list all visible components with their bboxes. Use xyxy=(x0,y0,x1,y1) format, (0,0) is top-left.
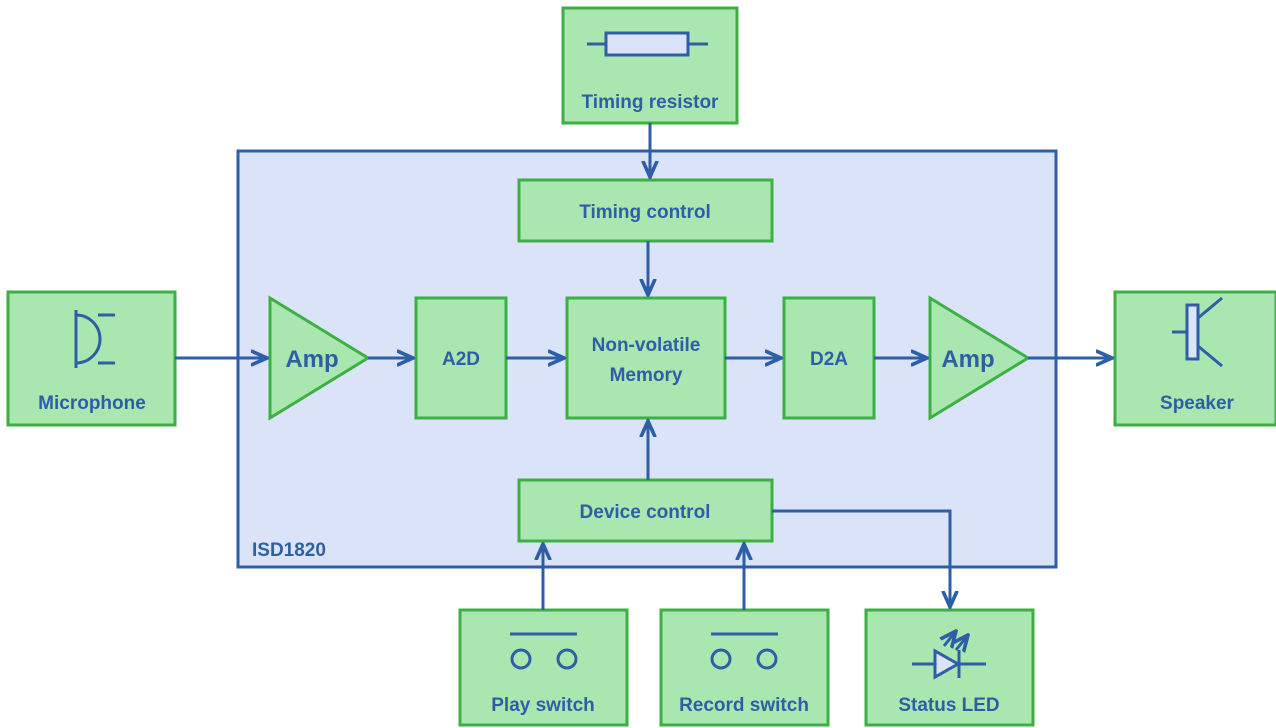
d2a-block: D2A xyxy=(782,296,876,420)
input-amp-label: Amp xyxy=(285,346,338,373)
play-switch-block: Play switch xyxy=(458,608,629,727)
output-amp-block: Amp xyxy=(928,295,1031,421)
microphone-block: Microphone xyxy=(6,290,177,427)
status-led-label: Status LED xyxy=(898,695,999,716)
device-control-block: Device control xyxy=(517,478,774,543)
speaker-block: Speaker xyxy=(1113,290,1276,427)
d2a-label: D2A xyxy=(810,349,848,370)
output-amp-label: Amp xyxy=(941,346,994,373)
a2d-label: A2D xyxy=(442,349,480,370)
memory-label-line2: Memory xyxy=(610,365,683,386)
connections xyxy=(175,123,1112,610)
device-control-label: Device control xyxy=(580,502,711,523)
timing-control-block: Timing control xyxy=(517,178,774,243)
record-switch-block: Record switch xyxy=(659,608,830,727)
timing-control-label: Timing control xyxy=(579,202,711,223)
microphone-label: Microphone xyxy=(38,393,146,414)
speaker-icon xyxy=(1172,296,1223,368)
microphone-icon xyxy=(74,310,115,368)
led-icon xyxy=(912,631,986,680)
status-led-block: Status LED xyxy=(864,608,1035,727)
speaker-label: Speaker xyxy=(1160,393,1235,414)
arrow-device-to-led xyxy=(772,509,950,607)
record-switch-label: Record switch xyxy=(679,695,809,716)
resistor-icon xyxy=(587,31,708,57)
memory-label-line1: Non-volatile xyxy=(592,335,701,356)
timing-resistor-block: Timing resistor xyxy=(561,6,739,125)
pushbutton-switch-icon xyxy=(510,632,578,670)
a2d-block: A2D xyxy=(414,296,508,420)
memory-block: Non-volatile Memory xyxy=(565,296,727,420)
pushbutton-switch-icon xyxy=(710,632,778,670)
play-switch-label: Play switch xyxy=(491,695,595,716)
timing-resistor-label: Timing resistor xyxy=(582,92,720,113)
input-amp-block: Amp xyxy=(268,295,371,421)
chip-label: ISD1820 xyxy=(252,540,326,561)
